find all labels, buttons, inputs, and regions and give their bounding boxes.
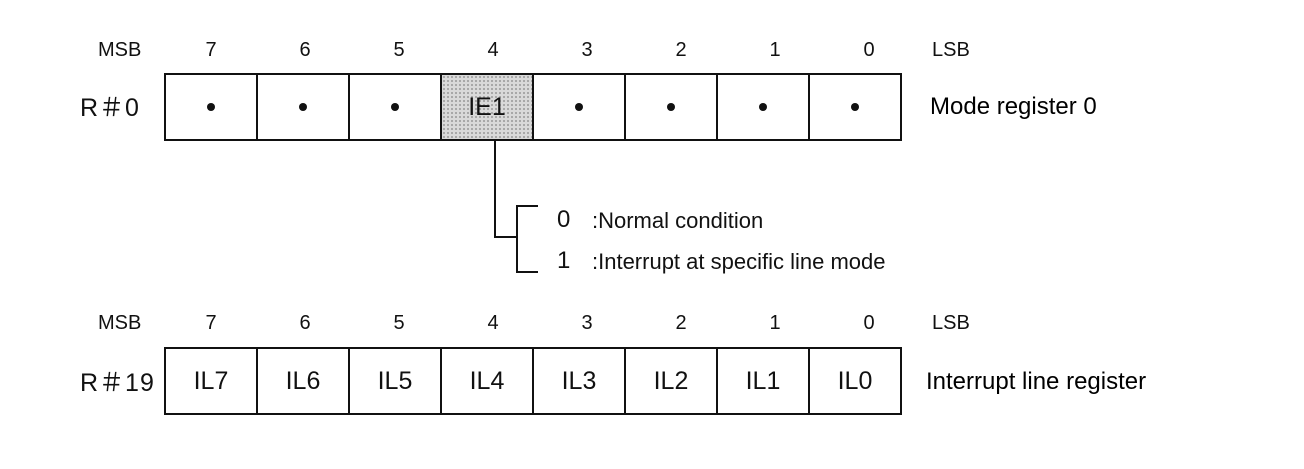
connector-line [494, 236, 518, 238]
bit-number: 5 [393, 39, 405, 61]
msb-label: MSB [98, 312, 142, 334]
register-label: R＃0 [80, 94, 140, 122]
lsb-label: LSB [932, 312, 970, 334]
bit-number: 4 [487, 312, 499, 334]
unused-bit-dot [391, 103, 399, 111]
lsb-label: LSB [932, 39, 970, 61]
unused-bit-dot [207, 103, 215, 111]
bit-number-row: 7 6 5 4 3 2 1 0 [164, 38, 916, 62]
bit-cell-2 [624, 73, 718, 141]
bit-number: 2 [675, 312, 687, 334]
register-name: Mode register 0 [930, 93, 1097, 120]
register-cells: IL7 IL6 IL5 IL4 IL3 IL2 IL1 IL0 [164, 347, 902, 415]
register-cells: IE1 [164, 73, 902, 141]
bit-number: 2 [675, 39, 687, 61]
bit-cell-6: IL6 [256, 347, 350, 415]
bit-number: 3 [581, 312, 593, 334]
bracket-line [516, 205, 538, 207]
unused-bit-dot [575, 103, 583, 111]
bit-cell-3: IL3 [532, 347, 626, 415]
bracket-line [516, 205, 518, 273]
bit-number: 4 [487, 39, 499, 61]
bit-number: 1 [769, 312, 781, 334]
bit-cell-7 [164, 73, 258, 141]
bit-number-row: 7 6 5 4 3 2 1 0 [164, 311, 916, 335]
msb-label: MSB [98, 39, 142, 61]
bit-cell-2: IL2 [624, 347, 718, 415]
option-value: 1 [557, 247, 571, 274]
register-label: R＃19 [80, 369, 155, 397]
bit-cell-6 [256, 73, 350, 141]
bit-number: 6 [299, 39, 311, 61]
bit-cell-4-ie1: IE1 [440, 73, 534, 141]
bit-cell-3 [532, 73, 626, 141]
bit-number: 0 [863, 312, 875, 334]
bit-cell-5: IL5 [348, 347, 442, 415]
connector-line [494, 141, 496, 238]
option-value: 0 [557, 206, 571, 233]
bit-number: 3 [581, 39, 593, 61]
bit-number: 0 [863, 39, 875, 61]
option-text: :Interrupt at specific line mode [592, 249, 886, 274]
bit-number: 6 [299, 312, 311, 334]
bit-cell-7: IL7 [164, 347, 258, 415]
register-name: Interrupt line register [926, 368, 1147, 395]
bit-cell-1: IL1 [716, 347, 810, 415]
bit-cell-5 [348, 73, 442, 141]
option-text: :Normal condition [592, 208, 764, 233]
bit-number: 7 [205, 39, 217, 61]
bit-cell-4: IL4 [440, 347, 534, 415]
bit-number: 5 [393, 312, 405, 334]
bit-cell-0 [808, 73, 902, 141]
bit-number: 7 [205, 312, 217, 334]
bit-cell-0: IL0 [808, 347, 902, 415]
unused-bit-dot [759, 103, 767, 111]
unused-bit-dot [851, 103, 859, 111]
unused-bit-dot [667, 103, 675, 111]
bit-cell-1 [716, 73, 810, 141]
bit-number: 1 [769, 39, 781, 61]
bracket-line [516, 271, 538, 273]
unused-bit-dot [299, 103, 307, 111]
